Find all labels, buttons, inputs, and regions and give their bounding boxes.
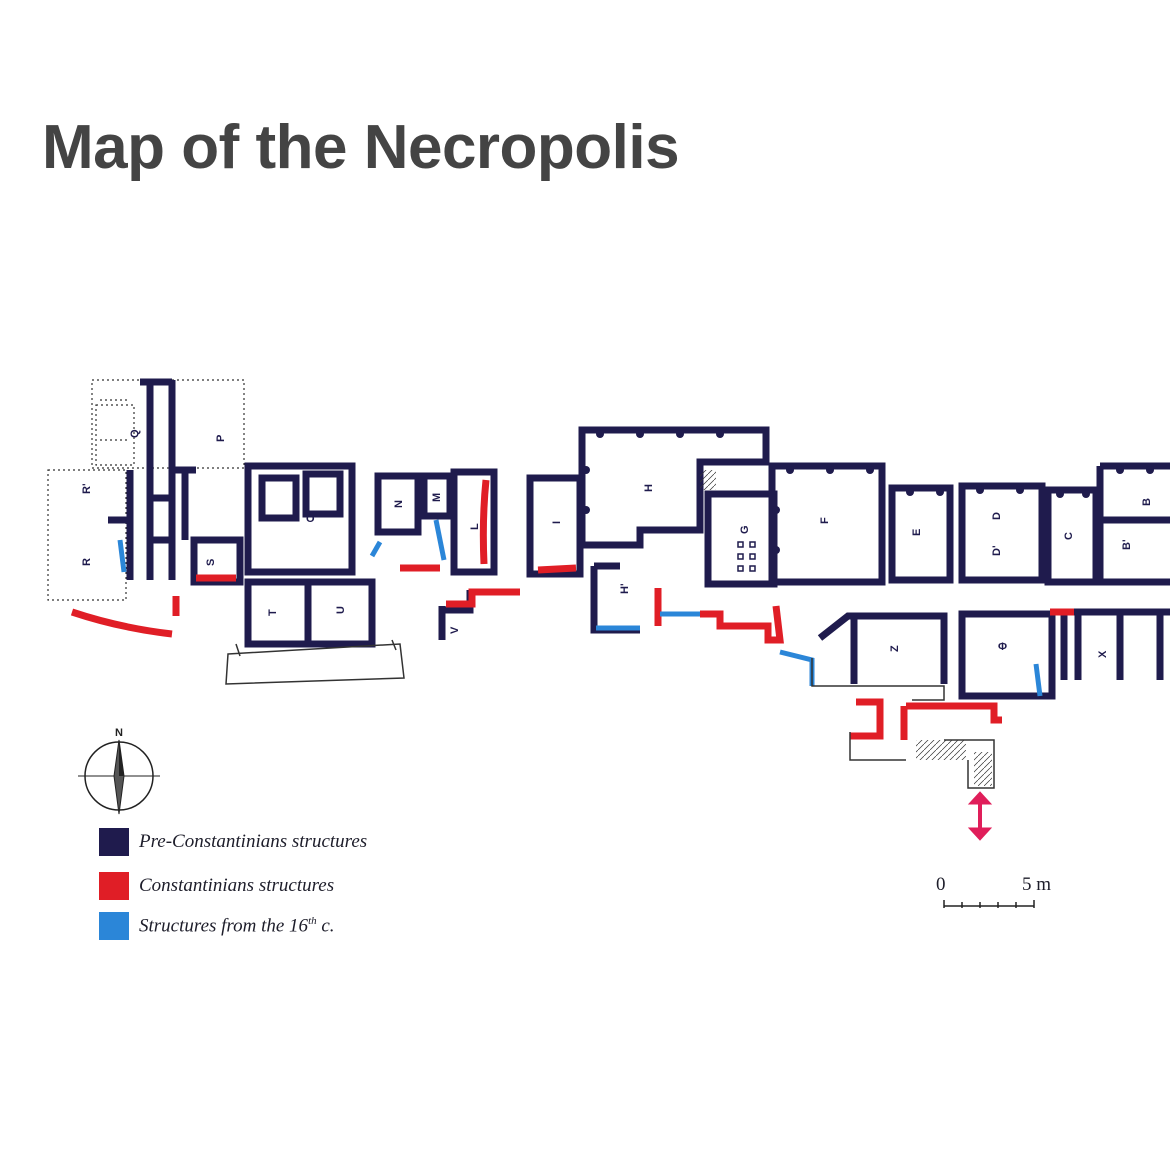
room-label-h-prime: H' (619, 583, 631, 594)
room-label-m: M (431, 493, 443, 502)
dotted-outlines (47, 379, 245, 601)
scale-end-label: 5 m (1022, 874, 1052, 895)
pre-constantinian-walls (108, 378, 1170, 700)
room-label-phi: Φ (998, 641, 1007, 653)
compass-icon: N (78, 727, 160, 815)
stair-hatch-2 (974, 752, 992, 786)
room-label-v: V (449, 626, 461, 634)
room-label-z: Z (889, 645, 901, 652)
room-label-b: B (1141, 498, 1153, 506)
room-label-r: R (81, 558, 93, 566)
room-label-d: D (991, 512, 1003, 520)
legend-label: Pre-Constantinians structures (139, 831, 368, 852)
room-label-i: I (551, 521, 563, 524)
room-label-p: P (215, 435, 227, 442)
room-labels: R R' Q P S O T U N M L I V H H' G F E D … (81, 429, 1153, 658)
legend-item-constantinian: Constantinians structures (99, 872, 334, 900)
room-label-s: S (205, 559, 217, 566)
room-label-f: F (819, 517, 831, 524)
legend-label: Constantinians structures (139, 875, 335, 896)
room-label-t: T (267, 609, 279, 616)
wall-nodules (582, 430, 1154, 554)
g-tombs (737, 541, 756, 572)
room-label-o: O (306, 513, 315, 525)
scale-start-label: 0 (936, 874, 946, 895)
legend-swatch-dark (99, 828, 129, 856)
room-label-r-prime: R' (81, 483, 93, 494)
room-label-g: G (739, 525, 751, 534)
legend-item-pre-constantinian: Pre-Constantinians structures (99, 828, 367, 856)
room-label-q: Q (129, 429, 141, 438)
room-label-x: X (1097, 650, 1109, 658)
room-label-n: N (393, 500, 405, 508)
compass-north-label: N (115, 727, 123, 739)
room-label-c: C (1063, 532, 1075, 540)
legend-swatch-red (99, 872, 129, 900)
room-label-h: H (643, 484, 655, 492)
stair-hatch-3 (700, 470, 716, 490)
stair-hatch (916, 740, 966, 760)
south-outlines (225, 639, 995, 789)
legend-swatch-blue (99, 912, 129, 940)
room-label-l: L (469, 523, 481, 530)
constantinian-walls (70, 479, 1074, 740)
room-label-b-prime: B' (1121, 539, 1133, 550)
scale-bar (943, 900, 1035, 908)
room-label-e: E (911, 529, 923, 536)
legend-item-16th-century: Structures from the 16th c. (99, 912, 335, 940)
legend-label: Structures from the 16th c. (139, 914, 335, 937)
room-label-u: U (335, 606, 347, 614)
entrance-arrow (967, 791, 993, 841)
room-label-d-prime: D' (991, 545, 1003, 556)
page-title: Map of the Necropolis (42, 113, 680, 182)
